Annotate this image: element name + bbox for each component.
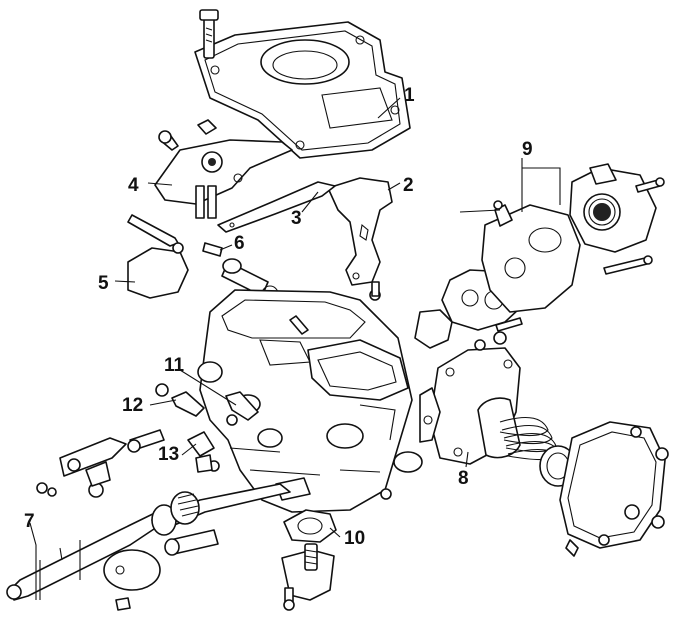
callout-2: 2 (403, 175, 414, 196)
part-3-lever-strip (217, 181, 336, 233)
part-13-jet (187, 431, 220, 473)
callout-1: 1 (404, 85, 415, 106)
part-10-fitting (281, 509, 337, 611)
part-5-float (127, 214, 189, 299)
callout-11: 11 (164, 355, 185, 376)
leader-lines (29, 97, 561, 600)
part-8-diaphragm-assembly (414, 309, 669, 557)
part-9-choke-housing (441, 163, 665, 351)
part-7-linkage-assembly (6, 429, 291, 611)
part-2-choke-lever (327, 177, 393, 286)
callout-labels: 1 2 3 4 5 6 7 8 9 10 11 12 13 (24, 85, 533, 549)
callout-6: 6 (234, 233, 245, 254)
part-11-jet (225, 391, 259, 426)
callout-10: 10 (344, 528, 365, 549)
callout-5: 5 (98, 273, 109, 294)
callout-4: 4 (128, 175, 139, 196)
callout-3: 3 (291, 208, 302, 229)
part-4-choke-bracket (154, 119, 293, 219)
callout-7: 7 (24, 511, 35, 532)
callout-8: 8 (458, 468, 469, 489)
callout-12: 12 (122, 395, 143, 416)
carburetor-main-body (197, 281, 423, 513)
part-12-jet-screw (155, 383, 205, 417)
part-1-cover-gasket (194, 9, 411, 159)
callout-13: 13 (158, 444, 179, 465)
callout-9: 9 (522, 139, 533, 160)
